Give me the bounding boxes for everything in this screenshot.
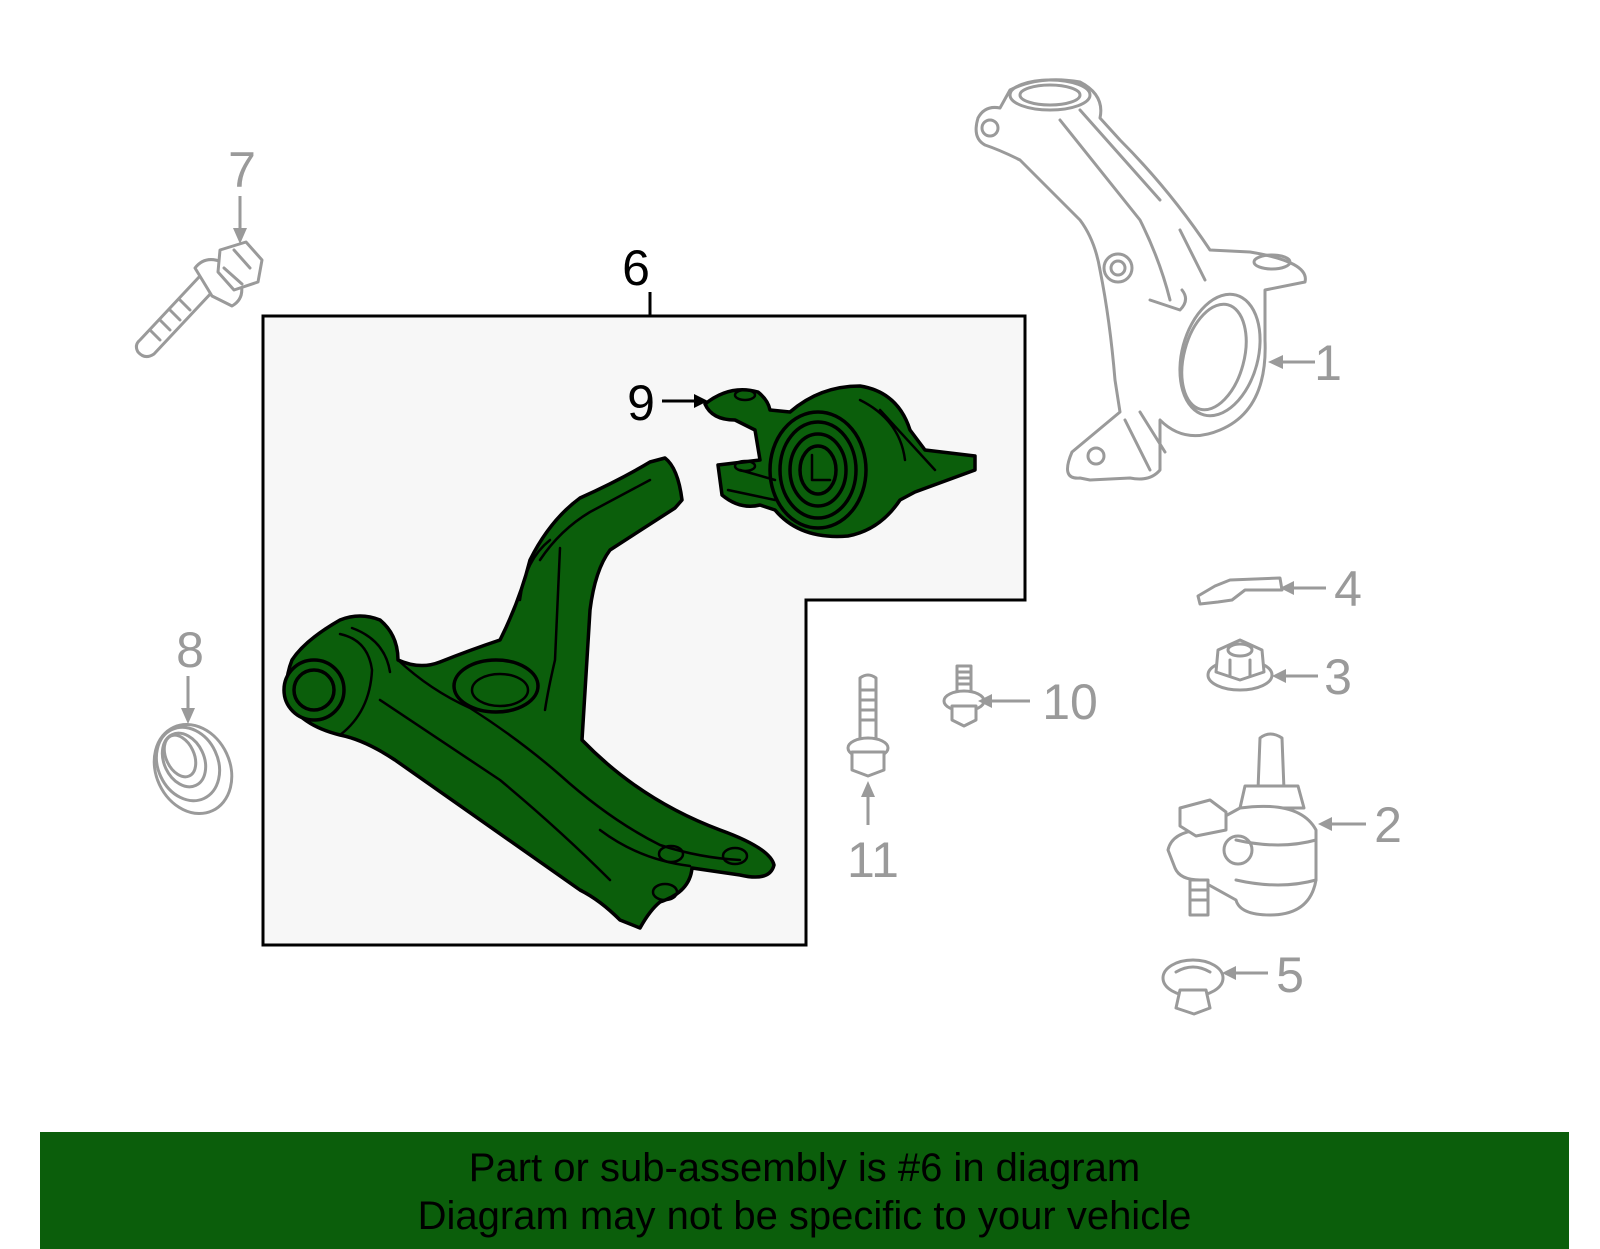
callout-10: 10 xyxy=(1042,674,1098,730)
nut-5 xyxy=(1161,958,1225,1016)
clip-4 xyxy=(1196,576,1284,606)
bolt-7 xyxy=(134,240,264,359)
callout-4: 4 xyxy=(1334,561,1362,617)
callout-1: 1 xyxy=(1314,335,1342,391)
callout-11: 11 xyxy=(847,832,899,888)
callout-2: 2 xyxy=(1374,797,1402,853)
callout-7: 7 xyxy=(228,142,256,198)
bolt-10 xyxy=(942,664,986,728)
banner-line-1: Part or sub-assembly is #6 in diagram xyxy=(468,1146,1141,1190)
nut-3 xyxy=(1206,638,1274,692)
banner-line-2: Diagram may not be specific to your vehi… xyxy=(417,1194,1192,1238)
seal-8 xyxy=(152,722,234,816)
bushing-9 xyxy=(703,384,977,539)
callout-3: 3 xyxy=(1324,649,1352,705)
knuckle-1 xyxy=(974,78,1307,482)
callout-5: 5 xyxy=(1276,947,1304,1003)
callout-6: 6 xyxy=(622,240,650,296)
control-arm-6 xyxy=(282,456,776,930)
stud-11 xyxy=(846,673,890,778)
ball-joint-2 xyxy=(1166,732,1318,917)
callout-9: 9 xyxy=(627,375,655,431)
callout-8: 8 xyxy=(176,622,204,678)
info-banner: Part or sub-assembly is #6 in diagram Di… xyxy=(40,1132,1569,1249)
